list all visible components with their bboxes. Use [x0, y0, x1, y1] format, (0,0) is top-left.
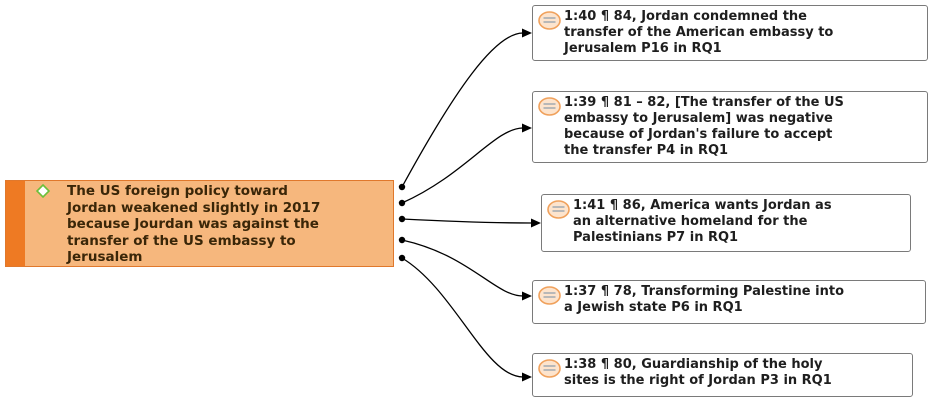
code-node[interactable]: The US foreign policy toward Jordan weak…: [5, 180, 394, 267]
connector-dot: [398, 199, 406, 207]
connector-line: [401, 127, 524, 204]
arrowhead: [522, 291, 532, 301]
quotation-icon: [538, 286, 561, 305]
quotation-icon: [538, 359, 561, 378]
code-label: The US foreign policy toward Jordan weak…: [67, 183, 321, 265]
connector-line: [401, 257, 524, 378]
quotation-node[interactable]: 1:37 ¶ 78, Transforming Palestine into a…: [532, 280, 926, 324]
quotation-text: 1:39 ¶ 81 – 82, [The transfer of the US …: [564, 95, 844, 158]
arrowhead: [522, 372, 532, 382]
quotation-icon: [547, 200, 570, 219]
quotation-node[interactable]: 1:40 ¶ 84, Jordan condemned the transfer…: [532, 5, 928, 61]
connector-dot: [398, 254, 406, 262]
quotation-text: 1:38 ¶ 80, Guardianship of the holy site…: [564, 357, 832, 388]
arrowhead: [522, 28, 532, 38]
diamond-icon: [36, 184, 50, 198]
arrowhead: [522, 123, 532, 133]
quotation-node[interactable]: 1:41 ¶ 86, America wants Jordan as an al…: [541, 194, 911, 252]
connector-line: [401, 32, 524, 188]
connector-dot: [398, 236, 406, 244]
connector-dot: [398, 215, 406, 223]
connector-line: [401, 239, 524, 297]
quotation-icon: [538, 11, 561, 30]
quotation-node[interactable]: 1:38 ¶ 80, Guardianship of the holy site…: [532, 353, 913, 397]
quotation-node[interactable]: 1:39 ¶ 81 – 82, [The transfer of the US …: [532, 91, 928, 163]
connector-line: [401, 218, 533, 224]
connector-dot: [398, 183, 406, 191]
quotation-icon: [538, 97, 561, 116]
code-node-stripe: [6, 181, 25, 266]
quotation-text: 1:41 ¶ 86, America wants Jordan as an al…: [573, 198, 832, 245]
quotation-text: 1:40 ¶ 84, Jordan condemned the transfer…: [564, 9, 834, 56]
quotation-text: 1:37 ¶ 78, Transforming Palestine into a…: [564, 284, 845, 315]
arrowhead: [531, 218, 541, 228]
